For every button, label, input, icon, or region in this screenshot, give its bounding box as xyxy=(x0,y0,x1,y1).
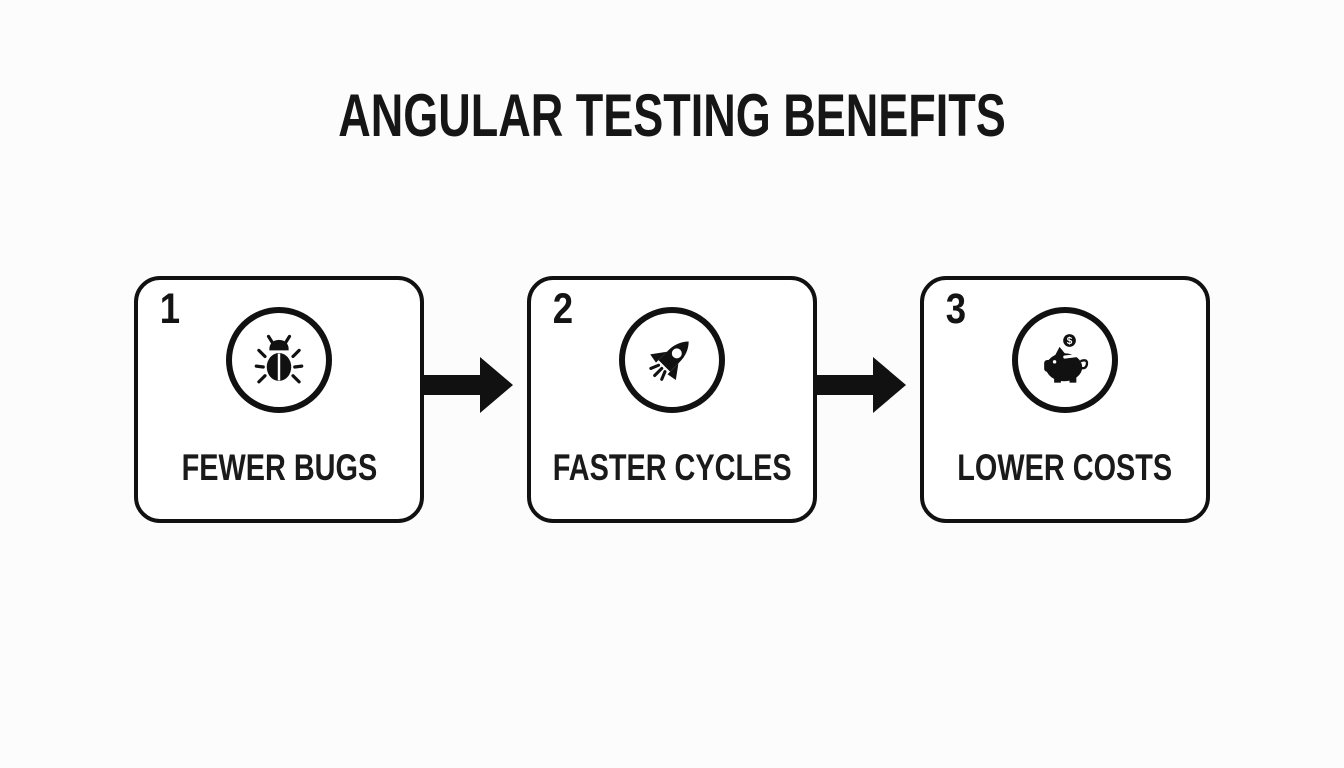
step-label-text: FEWER BUGS xyxy=(181,447,377,488)
icon-ring xyxy=(226,307,332,413)
icon-ring xyxy=(619,307,725,413)
step-label: LOWER COSTS xyxy=(927,449,1202,486)
step-label-text: FASTER CYCLES xyxy=(552,447,792,488)
step-label: FASTER CYCLES xyxy=(519,449,825,486)
step-number-text: 3 xyxy=(945,285,967,333)
icon-ring: $ xyxy=(1012,307,1118,413)
step-card-lower-costs: 3 $ LOWER COSTS xyxy=(920,276,1210,523)
step-label: FEWER BUGS xyxy=(154,449,405,486)
step-label-text: LOWER COSTS xyxy=(957,447,1173,488)
infographic: ANGULAR TESTING BENEFITS 1 xyxy=(0,86,1344,523)
step-card-fewer-bugs: 1 F xyxy=(134,276,424,523)
piggy-bank-icon: $ xyxy=(1044,334,1089,383)
process-flow: 1 F xyxy=(0,276,1344,523)
page-title-text: ANGULAR TESTING BENEFITS xyxy=(338,82,1006,149)
svg-text:$: $ xyxy=(1067,336,1073,347)
rocket-icon xyxy=(649,341,689,381)
step-number: 2 xyxy=(551,284,575,336)
bug-icon xyxy=(254,334,304,384)
page-title: ANGULAR TESTING BENEFITS xyxy=(0,86,1344,146)
step-number-text: 1 xyxy=(159,285,181,333)
step-number-text: 2 xyxy=(552,285,574,333)
arrow-right-icon xyxy=(817,355,920,415)
step-number: 1 xyxy=(158,284,182,336)
step-card-faster-cycles: 2 FASTER CYCLES xyxy=(527,276,817,523)
step-number: 3 xyxy=(944,284,968,336)
arrow-right-icon xyxy=(424,355,527,415)
